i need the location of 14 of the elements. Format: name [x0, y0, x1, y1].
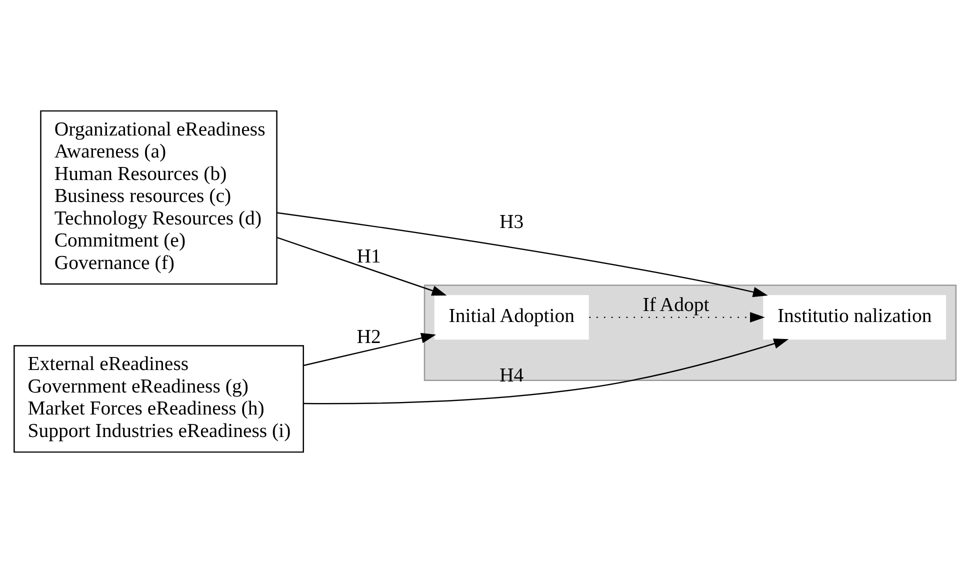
edge-label: If Adopt [642, 294, 710, 316]
edge-label: H1 [356, 246, 381, 268]
edge-label: H4 [500, 364, 524, 386]
arrow [303, 332, 436, 366]
node-box: Initial Adoption [434, 295, 589, 340]
edge-label: H2 [356, 326, 381, 348]
edge-label: H3 [500, 211, 524, 234]
arrow [589, 312, 765, 323]
node-box: Organizational eReadiness Awareness (a) Human Resources (b) Business resources (c) Technology Resources (d) Commitment (e) Governance (f) [40, 110, 278, 285]
arrow [276, 212, 768, 298]
node-box: External eReadiness Government eReadiness (g) Market Forces eReadiness (h) Support Industries eReadiness (i) [14, 345, 304, 453]
arrow [304, 338, 789, 404]
arrow [276, 236, 447, 296]
node-box: Institutio nalization [763, 295, 946, 340]
